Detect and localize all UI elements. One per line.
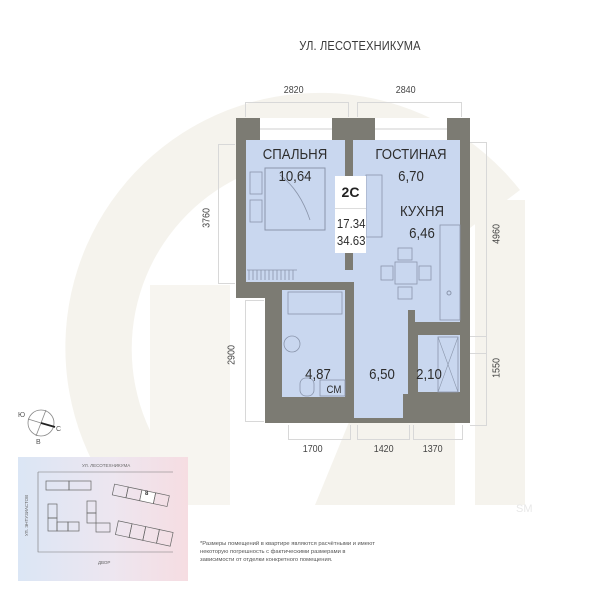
- site-minimap: УЛ. ЛЕСОТЕХНИКУМА УЛ. ЭНТУЗИАСТОВ ДВОР 8: [18, 457, 188, 581]
- dim-line-right-top: [470, 142, 487, 354]
- dim-line-top-left: [245, 102, 349, 117]
- footnote: *Размеры помещений в квартире являются р…: [200, 541, 375, 563]
- room-bedroom-area: 10,64: [278, 168, 312, 185]
- compass-east: С: [56, 426, 62, 433]
- dim-line-left-top: [218, 144, 235, 284]
- dim-bottom-1: 1700: [302, 443, 323, 455]
- room-kitchen-area: 6,46: [409, 225, 435, 242]
- compass-west: Ю: [18, 412, 26, 419]
- apartment-areas: 17.34 34.63: [336, 209, 366, 253]
- dim-bottom-2: 1420: [373, 443, 394, 455]
- dim-line-right-bottom: [470, 336, 487, 426]
- dim-line-bottom-3: [413, 425, 463, 440]
- living-area: 17.34: [336, 216, 366, 231]
- total-area: 34.63: [336, 233, 366, 248]
- room-living-name: ГОСТИНАЯ: [375, 146, 447, 163]
- compass-icon: [27, 409, 56, 437]
- dim-bottom-3: 1370: [422, 443, 443, 455]
- room-living-area: 6,70: [398, 168, 424, 185]
- minimap-section-label: 8: [145, 491, 149, 497]
- minimap-bottom: ДВОР: [98, 560, 111, 565]
- apartment-badge: 2С 17.34 34.63: [335, 176, 366, 253]
- dim-line-top-right: [357, 102, 462, 117]
- dim-line-left-bottom: [245, 300, 264, 422]
- street-label-top: УЛ. ЛЕСОТЕХНИКУМА: [299, 38, 421, 53]
- minimap-buildings: [37, 471, 174, 553]
- compass: Ю С В: [18, 408, 62, 446]
- apartment-type: 2С: [335, 176, 366, 209]
- room-bathroom-tag: СМ: [326, 384, 342, 396]
- minimap-street-top: УЛ. ЛЕСОТЕХНИКУМА: [82, 463, 131, 468]
- dim-line-bottom-1: [288, 425, 351, 440]
- dim-top-2: 2840: [395, 84, 416, 96]
- room-bedroom-name: СПАЛЬНЯ: [262, 146, 328, 163]
- room-kitchen-name: КУХНЯ: [399, 203, 445, 220]
- room-hall-area: 6,50: [369, 366, 395, 383]
- watermark-sm: SM: [516, 503, 533, 515]
- room-storage-area: 2,10: [416, 366, 442, 383]
- dim-line-bottom-2: [357, 425, 410, 440]
- compass-south: В: [36, 439, 41, 446]
- dim-top-1: 2820: [283, 84, 304, 96]
- room-bathroom-area: 4,87: [305, 366, 331, 383]
